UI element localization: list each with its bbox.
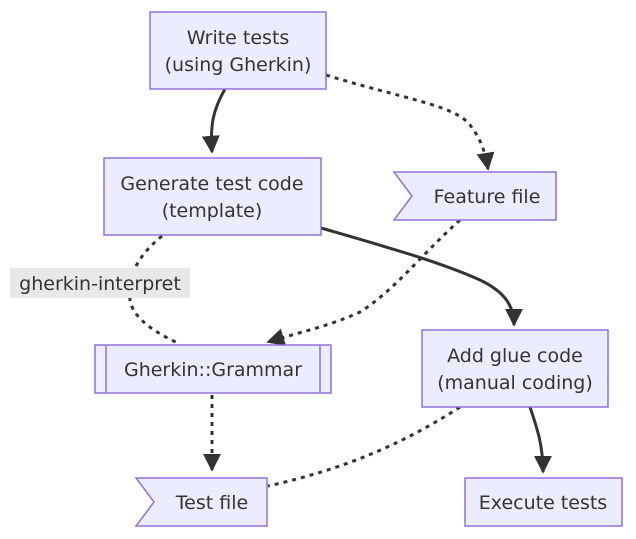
node-test-file: Test file [134, 477, 268, 527]
node-generate-line1: Generate test code [120, 173, 303, 195]
node-write-tests-line2: (using Gherkin) [165, 54, 312, 76]
edge-label-text: gherkin-interpret [19, 273, 181, 295]
edge-feature-to-grammar [266, 218, 462, 346]
node-execute-tests: Execute tests [464, 477, 623, 527]
node-write-tests-line1: Write tests [187, 27, 290, 49]
edge-label-background [10, 268, 190, 298]
node-gherkin-grammar: Gherkin::Grammar [94, 344, 332, 394]
node-execute-label: Execute tests [479, 492, 607, 514]
node-feature-file-label: Feature file [434, 186, 541, 208]
node-feature-file: Feature file [392, 171, 557, 221]
node-test-file-label: Test file [175, 492, 248, 514]
node-grammar-label: Gherkin::Grammar [124, 359, 302, 381]
edge-glue-to-testfile [267, 405, 461, 488]
edge-generate-to-glue [320, 226, 523, 327]
edge-write-to-generate [201, 88, 227, 154]
edge-glue-to-execute [528, 406, 552, 474]
node-add-glue-code: Add glue code (manual coding) [421, 329, 609, 408]
edge-write-to-feature [325, 73, 495, 171]
node-write-tests: Write tests (using Gherkin) [149, 11, 327, 90]
node-glue-line1: Add glue code [447, 345, 583, 367]
edges [128, 73, 552, 488]
node-generate-test-code: Generate test code (template) [103, 157, 322, 236]
edge-generate-to-grammar [128, 234, 181, 346]
node-generate-line2: (template) [162, 200, 263, 222]
node-glue-line2: (manual coding) [437, 372, 593, 394]
edge-label-gherkin-interpret: gherkin-interpret [10, 268, 190, 298]
